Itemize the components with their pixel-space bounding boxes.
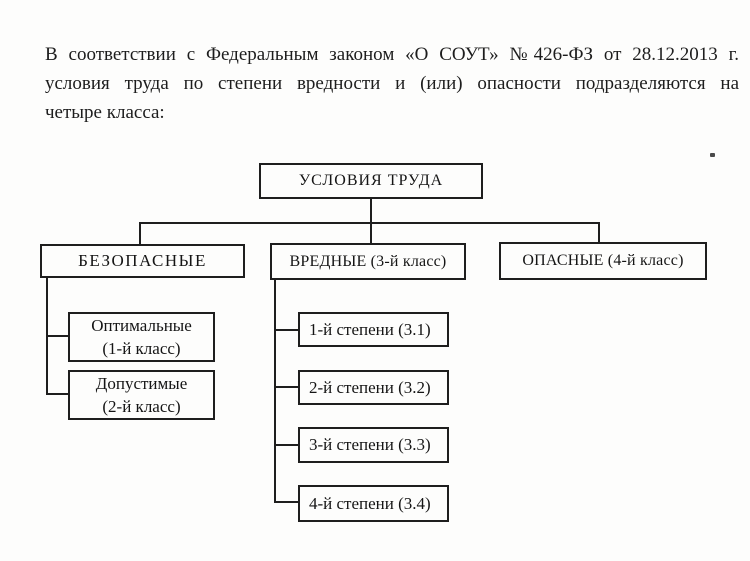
connector-stub-degree-2 — [274, 386, 299, 388]
connector-drop-dangerous — [598, 222, 600, 243]
node-opasnye: ОПАСНЫЕ (4-й класс) — [499, 242, 707, 280]
intro-line-1: В соответствии с Федеральным законом «О … — [45, 44, 739, 65]
connector-stub-degree-1 — [274, 329, 299, 331]
node-dopustimye: Допустимые (2-й класс) — [68, 370, 215, 420]
node-degree-1: 1-й степени (3.1) — [298, 312, 449, 347]
node-vrednye: ВРЕДНЫЕ (3-й класс) — [270, 243, 466, 280]
node-bezopasnye: БЕЗОПАСНЫЕ — [40, 244, 245, 278]
connector-stub-degree-3 — [274, 444, 299, 446]
scan-artifact-dot — [710, 153, 715, 157]
intro-paragraph: В соответствии с Федеральным законом «О … — [45, 40, 739, 127]
connector-drop-safe — [139, 223, 141, 245]
intro-line-2: условия труда по степени вредности и (ил… — [45, 73, 739, 94]
connector-stub-degree-4 — [274, 501, 299, 503]
node-degree-2: 2-й степени (3.2) — [298, 370, 449, 405]
intro-line-3: четыре класса: — [45, 102, 165, 123]
connector-level1-horizontal — [139, 222, 600, 224]
node-optimalnye: Оптимальные (1-й класс) — [68, 312, 215, 362]
node-usloviya-truda: УСЛОВИЯ ТРУДА — [259, 163, 483, 199]
connector-root-vertical — [370, 198, 372, 224]
connector-stub-dopustimye — [46, 393, 68, 395]
connector-harmful-branch-vertical — [274, 279, 276, 502]
connector-drop-harmful — [370, 223, 372, 244]
connector-stub-optimalnye — [46, 335, 68, 337]
node-degree-3: 3-й степени (3.3) — [298, 427, 449, 463]
node-degree-4: 4-й степени (3.4) — [298, 485, 449, 522]
